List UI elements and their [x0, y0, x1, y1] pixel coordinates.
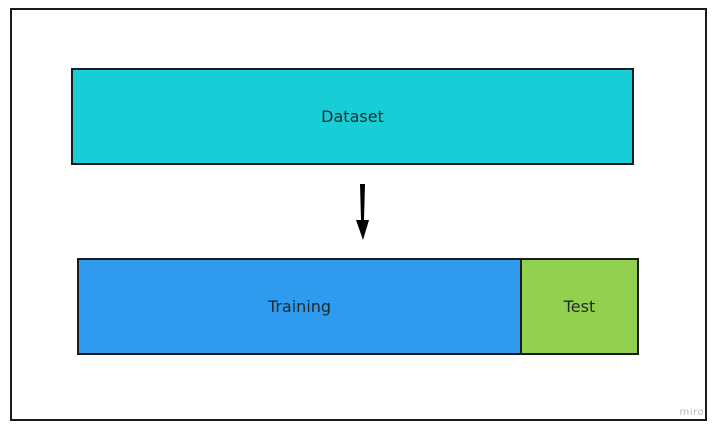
- down-arrow-icon: [356, 184, 369, 240]
- miro-watermark: miro: [679, 407, 704, 418]
- training-box: Training: [77, 258, 522, 355]
- test-box: Test: [520, 258, 639, 355]
- test-label: Test: [563, 297, 596, 316]
- dataset-box: Dataset: [71, 68, 634, 165]
- dataset-label: Dataset: [321, 107, 384, 126]
- training-label: Training: [267, 297, 332, 316]
